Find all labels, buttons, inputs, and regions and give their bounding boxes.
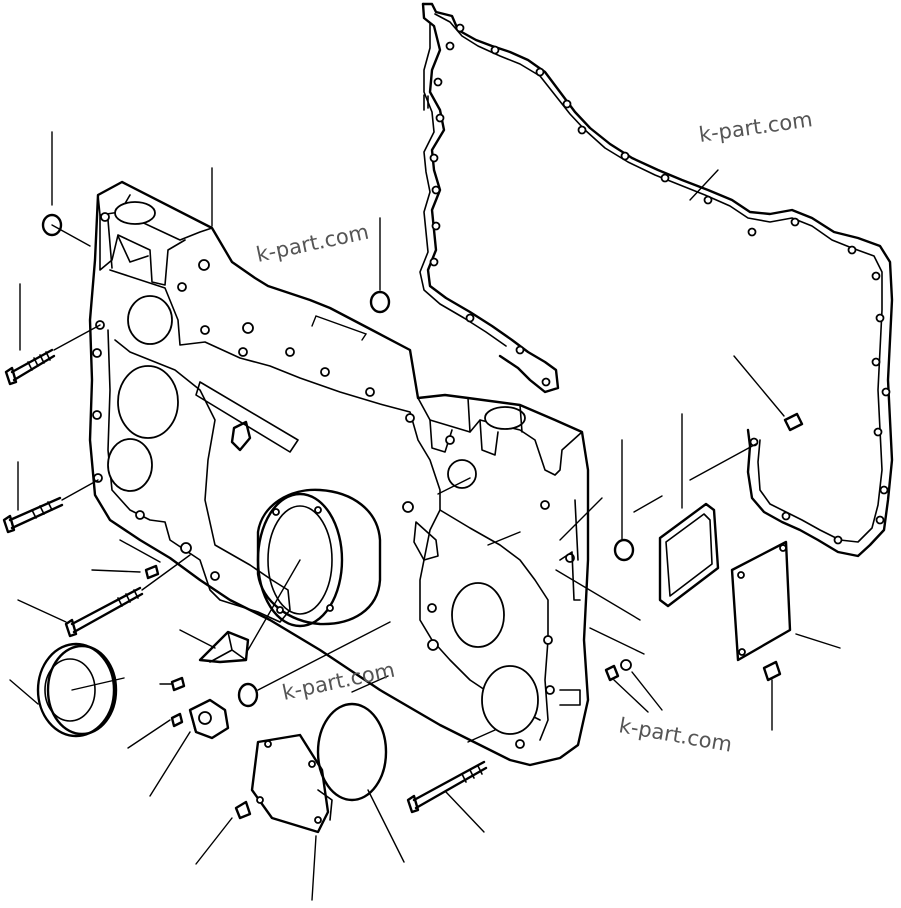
plug-cap-right bbox=[613, 538, 635, 562]
oil-seal bbox=[36, 642, 118, 738]
watermark-lower-right: k-part.com bbox=[617, 713, 734, 756]
long-bolt-top-left bbox=[4, 348, 56, 386]
o-ring bbox=[237, 682, 259, 708]
leader-lines bbox=[9, 131, 841, 901]
access-cover-plate bbox=[730, 540, 792, 662]
access-cover-gasket bbox=[658, 502, 720, 608]
plug-cap-mid bbox=[369, 290, 391, 314]
cover-gasket-disc bbox=[316, 702, 388, 802]
gasket-bolt-holes bbox=[429, 23, 891, 545]
long-bolt-bottom bbox=[406, 760, 488, 814]
timing-inspection-cover bbox=[250, 733, 333, 834]
case-bolt-holes bbox=[92, 212, 575, 749]
long-bolt-mid-left bbox=[2, 496, 64, 534]
sensor-assembly bbox=[188, 698, 230, 740]
dowel-pin bbox=[783, 412, 804, 432]
watermark-case: k-part.com bbox=[254, 220, 371, 267]
bracket bbox=[198, 630, 250, 664]
small-screws bbox=[144, 564, 782, 820]
front-case-body bbox=[88, 180, 641, 767]
watermark-lower-mid: k-part.com bbox=[280, 658, 397, 705]
watermark-gasket: k-part.com bbox=[697, 107, 814, 147]
front-cover-gasket bbox=[419, 2, 894, 558]
long-bolt-lower-left bbox=[64, 586, 144, 638]
seal-housing-drum bbox=[256, 488, 382, 628]
plug-cap-top bbox=[41, 213, 63, 237]
